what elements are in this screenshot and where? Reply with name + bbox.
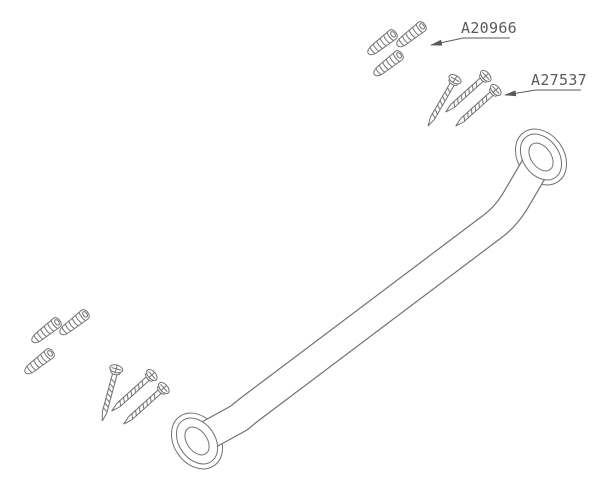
screw-group-top <box>421 67 504 132</box>
wall-anchor <box>56 307 92 339</box>
leader-line-anchor <box>430 37 510 46</box>
anchor-group-bottom <box>21 307 92 378</box>
leader-line-screw <box>504 89 581 97</box>
label-anchor-part: A20966 <box>461 19 517 37</box>
anchor-group-top <box>364 19 429 80</box>
mounting-screw <box>95 362 125 424</box>
callout-screw-part: A27537 <box>504 71 587 97</box>
label-screw-part: A27537 <box>531 71 587 89</box>
wall-anchor <box>21 346 57 378</box>
screw-group-bottom <box>95 362 172 430</box>
callout-anchor-part: A20966 <box>430 19 517 46</box>
grab-bar <box>170 128 568 470</box>
flange-bottom-rings <box>175 417 219 465</box>
mounting-screw <box>118 379 172 430</box>
grab-bar-tube-body <box>190 150 553 454</box>
wall-anchor <box>393 19 429 51</box>
flange-top-rings <box>519 133 563 181</box>
wall-anchor <box>28 315 64 347</box>
mounting-screw <box>450 81 504 132</box>
